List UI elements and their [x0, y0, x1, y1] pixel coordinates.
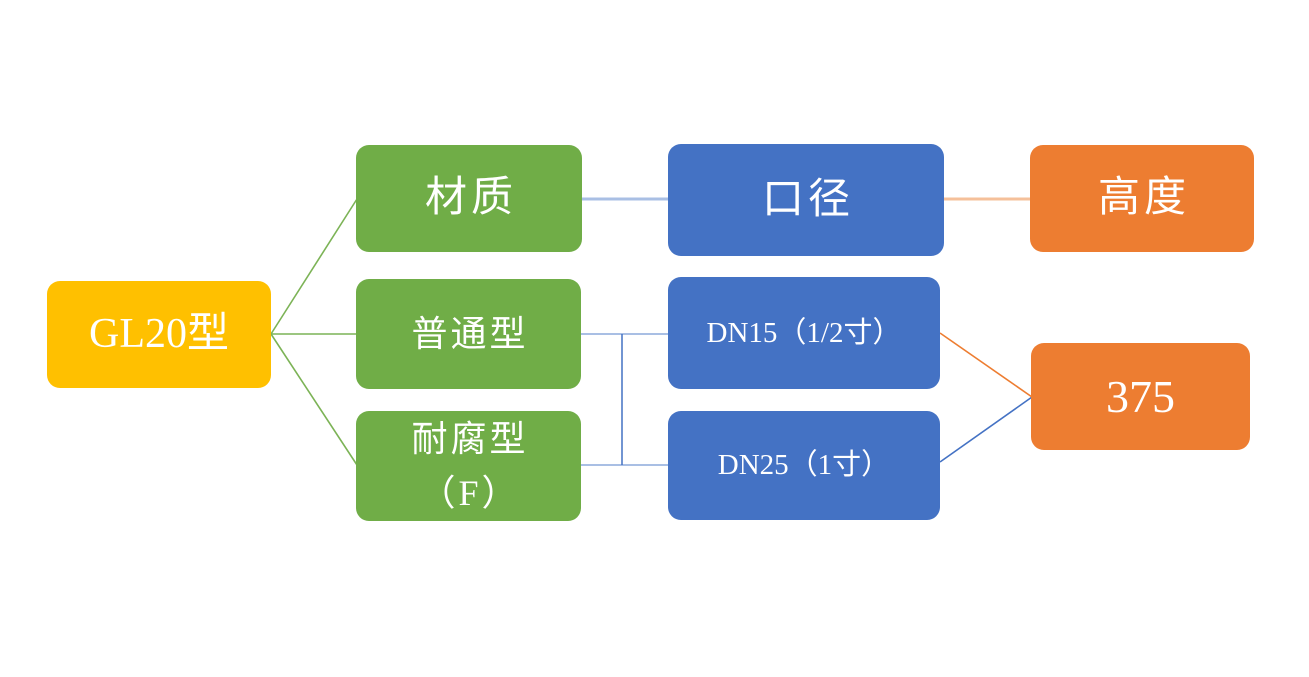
node-dn25-label: DN25（1寸）: [717, 449, 891, 482]
node-height-label: 高度: [1097, 175, 1190, 222]
node-material: 材质: [356, 145, 582, 252]
node-standard-type-label: 普通型: [411, 313, 529, 354]
node-height: 高度: [1030, 145, 1254, 252]
node-gl20-label: GL20型: [89, 311, 229, 358]
node-gl20-root: GL20型: [47, 281, 271, 388]
edge-root-corrosion: [270, 333, 358, 466]
node-dn15: DN15（1/2寸）: [668, 277, 940, 389]
edge-dn15-height-value: [939, 332, 1033, 398]
node-diameter-label: 口径: [761, 176, 854, 223]
node-dn15-label: DN15（1/2寸）: [706, 316, 902, 349]
node-height-value: 375: [1031, 343, 1250, 450]
node-material-label: 材质: [424, 175, 517, 222]
edge-dn25-height-value: [939, 396, 1033, 463]
node-corrosion-type-sublabel: （F）: [419, 473, 521, 513]
node-corrosion-type-label: 耐腐型: [411, 419, 529, 459]
edge-root-material: [270, 198, 358, 335]
node-standard-type: 普通型: [356, 279, 581, 389]
node-corrosion-resistant-type: 耐腐型 （F）: [356, 411, 581, 521]
node-height-value-label: 375: [1106, 370, 1175, 422]
node-dn25: DN25（1寸）: [668, 411, 940, 520]
node-diameter: 口径: [668, 144, 944, 256]
